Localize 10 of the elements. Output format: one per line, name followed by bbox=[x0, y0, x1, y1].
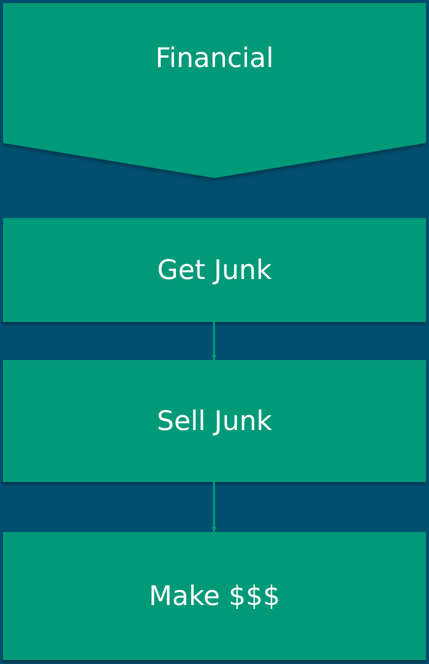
process-box bbox=[3, 532, 426, 660]
arrow bbox=[212, 482, 216, 532]
process-box bbox=[3, 360, 426, 482]
node-label: Sell Junk bbox=[156, 406, 272, 436]
node-label: Get Junk bbox=[157, 254, 272, 286]
node-label: Make $$$ bbox=[148, 580, 280, 612]
chevron-box bbox=[3, 3, 426, 178]
process-box bbox=[3, 218, 426, 322]
node-label: Financial bbox=[155, 43, 274, 74]
arrow bbox=[212, 322, 216, 360]
